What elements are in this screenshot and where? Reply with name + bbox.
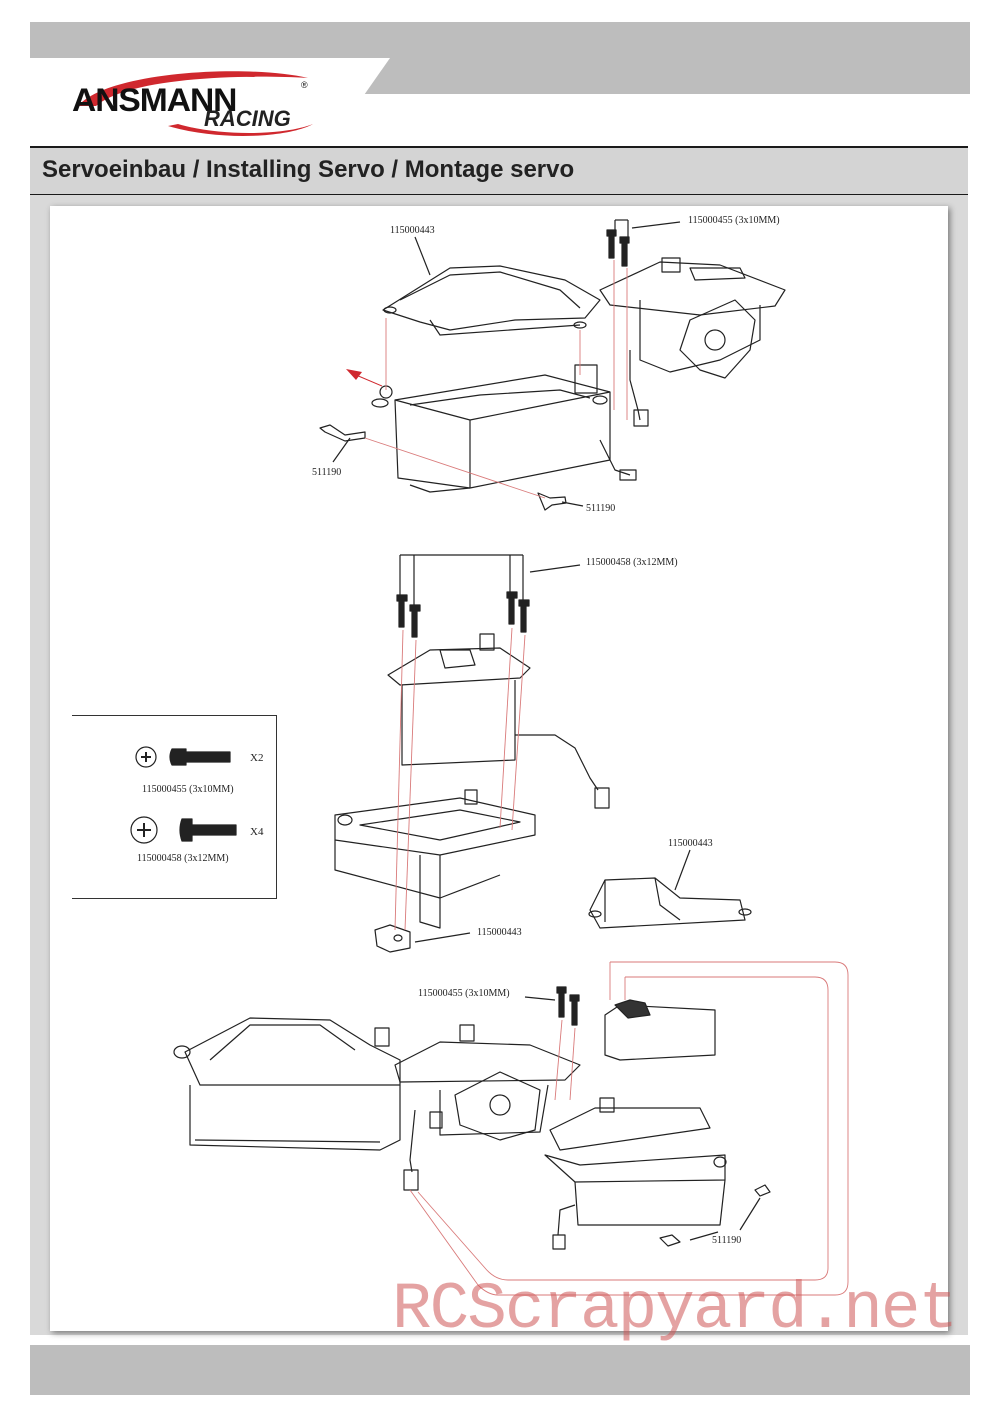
label-clip-bottom: 511190 [586, 503, 616, 514]
legend-part-2: 115000458 (3x12MM) [137, 853, 229, 864]
label-mid-cover: 115000443 [668, 838, 713, 849]
mount-post [374, 924, 411, 953]
label-top-cover: 115000443 [390, 225, 435, 236]
brand-name: ANSMANN [72, 82, 237, 118]
body-clip-left [319, 424, 366, 442]
top-screws [606, 229, 630, 267]
red-guide-lines [364, 260, 849, 1296]
label-bottom-clip: 511190 [712, 1235, 742, 1246]
page-title: Servoeinbau / Installing Servo / Montage… [42, 156, 575, 183]
brand-sub: RACING [204, 106, 291, 131]
legend-screw-3x12 [130, 816, 237, 844]
label-top-screws: 115000455 (3x10MM) [688, 215, 780, 226]
servo-mount-tray [334, 789, 536, 929]
receiver-box-cover [382, 265, 601, 336]
receiver-box [371, 364, 637, 493]
red-arrow-icon [346, 369, 383, 387]
brand-logo: ANSMANN ® RACING [68, 66, 318, 141]
legend-part-1: 115000455 (3x10MM) [142, 784, 234, 795]
hardware-legend: X2 115000455 (3x10MM) X4 115000458 (3x12… [72, 715, 277, 899]
label-bottom-screws: 115000455 (3x10MM) [418, 988, 510, 999]
body-clip-bottom-b [754, 1184, 771, 1197]
bottom-screws [556, 986, 580, 1026]
registered-mark: ® [301, 80, 308, 90]
label-mid-screws: 115000458 (3x12MM) [586, 557, 678, 568]
watermark: RCScrapyard.net [392, 1272, 958, 1347]
legend-qty-2: X4 [250, 826, 264, 838]
label-clip-left: 511190 [312, 467, 342, 478]
receiver-cover-mid [588, 877, 752, 929]
label-mid-mount: 115000443 [477, 927, 522, 938]
servo-mid [387, 633, 610, 809]
legend-qty-1: X2 [250, 752, 264, 764]
assembled-receiver-box [173, 1017, 401, 1151]
mid-screws [396, 591, 530, 638]
receiver [604, 999, 716, 1061]
footer-bar [30, 1345, 970, 1395]
body-clip-bottom [537, 492, 567, 511]
title-bar: Servoeinbau / Installing Servo / Montage… [30, 146, 968, 196]
servo-box-assembled [544, 1097, 727, 1250]
legend-screw-3x10 [135, 746, 231, 768]
body-clip-bottom-a [659, 1234, 681, 1247]
assembled-servo [394, 1024, 581, 1191]
servo-top [599, 257, 786, 427]
logo-swoosh-icon [78, 71, 313, 136]
